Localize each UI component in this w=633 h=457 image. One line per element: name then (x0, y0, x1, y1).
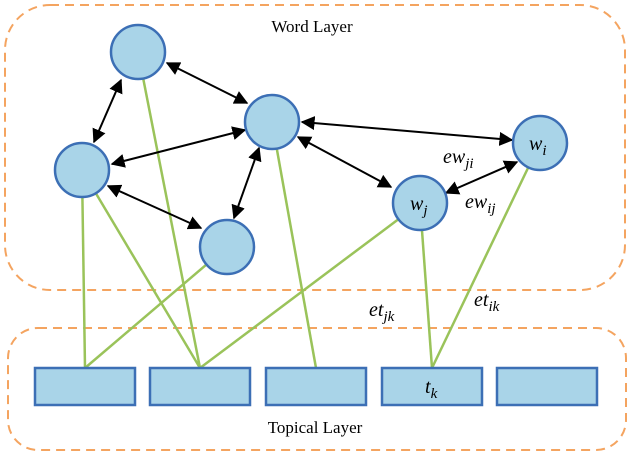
word-node-3 (53, 141, 111, 199)
wi-label: wi (529, 133, 547, 159)
word-layer-title: Word Layer (271, 17, 353, 36)
topical-layer-box (7, 327, 627, 451)
topic-node-3 (264, 366, 368, 407)
topic-node-5 (495, 366, 599, 407)
link-n1-t3 (136, 51, 202, 369)
word-word-edges (92, 62, 519, 230)
link-n4-t1 (84, 246, 228, 369)
edge-n1-n3 (92, 78, 123, 144)
link-n3-t1 (80, 169, 87, 369)
word-node-1 (109, 23, 167, 81)
link-wj-t3 (199, 202, 421, 369)
topical-layer-title: Topical Layer (268, 418, 363, 437)
edge-n2-n3 (110, 126, 247, 168)
topic-node-2 (148, 366, 252, 407)
edge-n1-n2 (165, 62, 249, 104)
word-node-2 (243, 93, 301, 151)
etjk-label: etjk (369, 299, 395, 325)
link-n2-t4 (270, 121, 318, 369)
ewij-label: ewij (465, 191, 496, 217)
tk-label: tk (425, 376, 438, 402)
topic-node-1 (33, 366, 137, 407)
word-node-wi (511, 114, 569, 172)
edge-n3-n4 (106, 184, 203, 230)
edge-n2-wi (300, 116, 514, 146)
edge-wi-wj (444, 160, 519, 195)
topic-node-tk (380, 366, 484, 407)
word-layer-box (4, 4, 626, 291)
wj-label: wj (410, 193, 428, 219)
ewji-label: ewji (443, 146, 474, 172)
etik-label: etik (474, 289, 500, 315)
edge-n2-wj (296, 136, 393, 188)
word-node-wj (391, 174, 449, 232)
topic-nodes (33, 366, 599, 407)
word-node-4 (198, 218, 256, 276)
word-nodes (53, 23, 569, 276)
edge-n2-n4 (231, 146, 262, 220)
link-wi-tk (430, 142, 542, 369)
link-n3-t3 (80, 169, 202, 369)
